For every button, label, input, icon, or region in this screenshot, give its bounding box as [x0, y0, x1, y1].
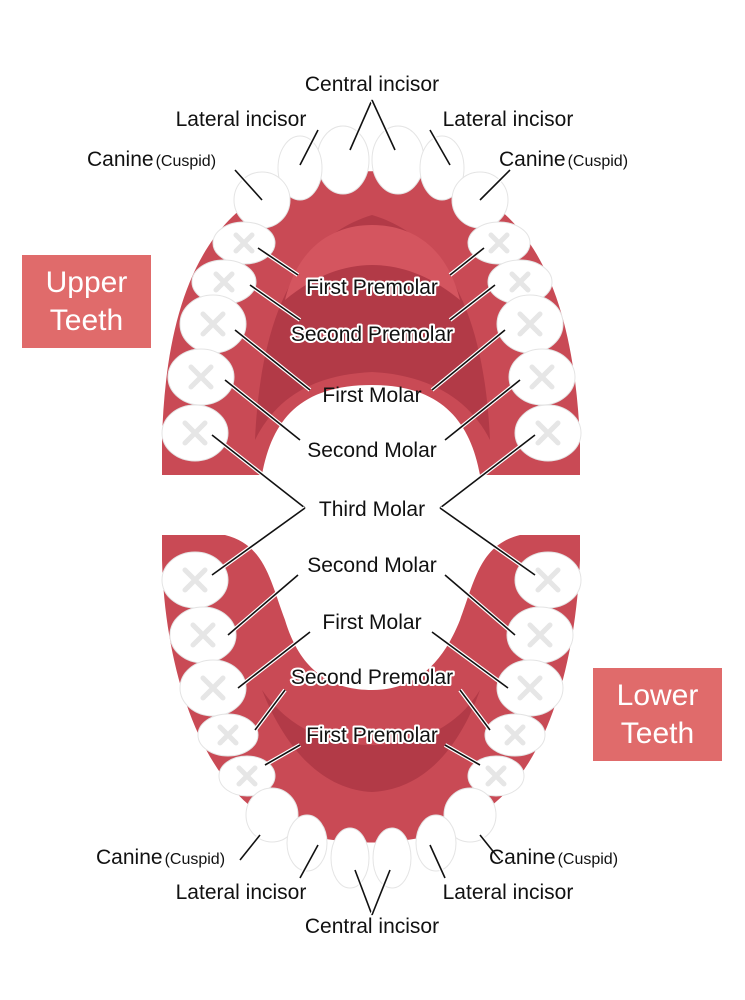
upper-label-line2: Teeth [49, 303, 124, 337]
canine-label: Canine(Cuspid) [499, 148, 628, 171]
canine-label: Canine(Cuspid) [489, 846, 618, 869]
cuspid-label: (Cuspid) [568, 153, 628, 170]
leader-line [227, 574, 299, 636]
leader-line [449, 247, 485, 276]
canine-label: Canine(Cuspid) [87, 148, 216, 171]
first-premolar-label: First Premolar [306, 276, 438, 299]
leader-line [444, 379, 521, 441]
leader-line [449, 284, 496, 321]
third-molar-label: Third Molar [319, 498, 425, 521]
leader-line [299, 129, 319, 166]
leader-line [429, 129, 451, 166]
upper-central-incisor-tooth [371, 125, 425, 195]
leader-line [431, 631, 509, 689]
leader-line [234, 329, 311, 391]
leader-line [237, 631, 311, 689]
leader-line [264, 744, 301, 766]
leader-line [234, 169, 263, 201]
lower-central-incisor-tooth [330, 827, 370, 889]
lower-second-premolar-tooth [484, 713, 546, 757]
lower-canine-tooth [245, 787, 299, 843]
lower-floor [262, 690, 480, 792]
leader-line [431, 329, 506, 391]
upper-palate-highlight [285, 225, 460, 300]
leader-line [239, 834, 261, 861]
lower-third-molar-tooth [161, 551, 229, 609]
canine-label: Canine(Cuspid) [96, 846, 225, 869]
first-molar-label: First Molar [322, 384, 421, 407]
upper-first-premolar-tooth [212, 221, 276, 265]
leader-line [211, 434, 306, 509]
leader-line [444, 574, 516, 636]
leader-line [459, 689, 491, 731]
lower-canine-tooth [443, 787, 497, 843]
lower-second-molar-tooth [506, 606, 574, 664]
leader-line [479, 834, 501, 861]
leader-line [299, 844, 319, 879]
lower-central-incisor-tooth [372, 827, 412, 889]
upper-second-premolar-tooth [191, 259, 257, 305]
leader-line [371, 869, 391, 916]
lateral-incisor-label: Lateral incisor [176, 881, 307, 904]
lower-first-molar-tooth [179, 659, 247, 717]
second-molar-label: Second Molar [307, 554, 437, 577]
lower-first-premolar-tooth [218, 755, 276, 797]
first-molar-label: First Molar [322, 611, 421, 634]
lower-third-molar-tooth [514, 551, 582, 609]
upper-central-incisor-tooth [316, 125, 370, 195]
central-incisor-label: Central incisor [305, 915, 439, 938]
upper-first-premolar-tooth [467, 221, 531, 265]
upper-third-molar-tooth [161, 404, 229, 462]
leader-line [349, 99, 373, 151]
upper-teeth-box: Upper Teeth [22, 255, 151, 348]
leader-line [249, 284, 301, 321]
lower-lateral-incisor-tooth [415, 814, 457, 872]
first-premolar-label: First Premolar [306, 724, 438, 747]
leader-line [211, 507, 306, 576]
leader-line [429, 844, 446, 879]
lower-label-line2: Teeth [620, 716, 695, 750]
lower-second-premolar-tooth [197, 713, 259, 757]
second-premolar-label: Second Premolar [291, 666, 453, 689]
cuspid-label: (Cuspid) [558, 851, 618, 868]
leader-line [439, 507, 536, 576]
leader-line [257, 247, 299, 276]
lateral-incisor-label: Lateral incisor [443, 108, 574, 131]
upper-second-molar-tooth [167, 348, 235, 406]
leader-line [479, 169, 511, 201]
lower-first-molar-tooth [496, 659, 564, 717]
leader-line [439, 434, 536, 509]
cuspid-label: (Cuspid) [156, 153, 216, 170]
lateral-incisor-label: Lateral incisor [443, 881, 574, 904]
second-molar-label: Second Molar [307, 439, 437, 462]
leader-line [254, 689, 286, 731]
upper-first-molar-tooth [496, 294, 564, 354]
cuspid-label: (Cuspid) [165, 851, 225, 868]
lower-second-molar-tooth [169, 606, 237, 664]
lower-label-line1: Lower [616, 678, 699, 712]
leader-line [444, 744, 481, 766]
lateral-incisor-label: Lateral incisor [176, 108, 307, 131]
upper-second-molar-tooth [508, 348, 576, 406]
leader-line [224, 379, 301, 441]
upper-third-molar-tooth [514, 404, 582, 462]
upper-lateral-incisor-tooth [277, 135, 323, 201]
second-premolar-label: Second Premolar [291, 323, 453, 346]
upper-lateral-incisor-tooth [419, 135, 465, 201]
lower-first-premolar-tooth [467, 755, 525, 797]
leader-line [354, 869, 373, 916]
upper-first-molar-tooth [179, 294, 247, 354]
lower-lateral-incisor-tooth [286, 814, 328, 872]
central-incisor-label: Central incisor [305, 73, 439, 96]
upper-label-line1: Upper [45, 265, 128, 299]
leader-line [371, 99, 396, 151]
lower-teeth-box: Lower Teeth [593, 668, 722, 761]
